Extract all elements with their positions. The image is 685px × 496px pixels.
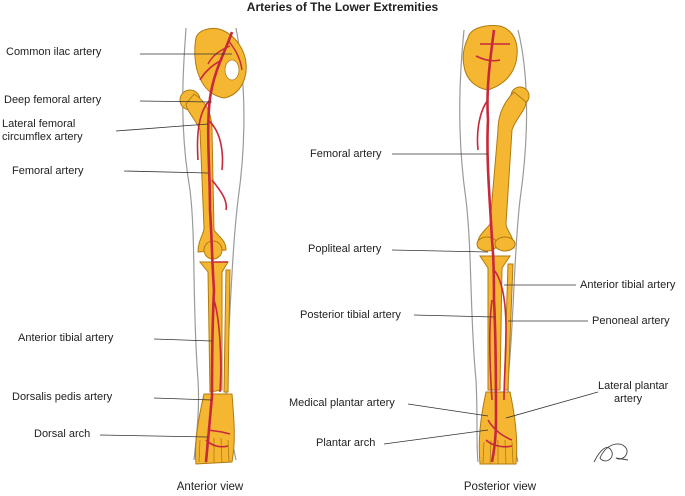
leader-dorsal-arch [100,435,208,437]
label-dorsalis-pedis-artery: Dorsalis pedis artery [12,391,112,404]
label-common-iliac-artery: Common ilac artery [6,46,101,59]
posterior-femur [478,92,526,248]
label-deep-femoral-artery: Deep femoral artery [4,94,101,107]
label-plantar-arch: Plantar arch [316,437,375,450]
label-anterior-tibial-artery-posterior: Anterior tibial artery [580,279,675,292]
posterior-leg [460,26,529,465]
anterior-obturator [225,60,239,80]
leader-lateral-circumflex [116,124,208,131]
leader-posterior-tibial [414,315,494,317]
label-dorsal-arch: Dorsal arch [34,428,90,441]
leader-anterior-tibial [154,339,212,341]
label-lateral-plantar-line1: Lateral plantar [598,380,668,393]
leader-plantar-arch [384,430,488,444]
label-posterior-tibial-artery: Posterior tibial artery [300,309,401,322]
anterior-fibula [224,270,230,392]
label-lateral-plantar-line2: artery [614,393,642,406]
posterior-knee-right [495,237,515,251]
label-femoral-artery-posterior: Femoral artery [310,148,382,161]
leader-medial-plantar [408,404,488,416]
caption-anterior-view: Anterior view [160,481,260,493]
leader-popliteal [392,250,488,252]
label-lateral-femoral-line2: circumflex artery [2,131,83,144]
label-femoral-artery-anterior: Femoral artery [12,165,84,178]
caption-posterior-view: Posterior view [450,481,550,493]
artist-signature [594,444,628,462]
label-lateral-femoral-line1: Lateral femoral [2,118,75,131]
anterior-leg [180,28,246,464]
leader-lateral-plantar [506,392,598,418]
label-peroneal-artery: Penoneal artery [592,315,670,328]
label-medial-plantar-artery: Medical plantar artery [289,397,395,410]
label-popliteal-artery: Popliteal artery [308,243,381,256]
leader-femoral-anterior [124,171,208,173]
label-anterior-tibial-artery: Anterior tibial artery [18,332,113,345]
